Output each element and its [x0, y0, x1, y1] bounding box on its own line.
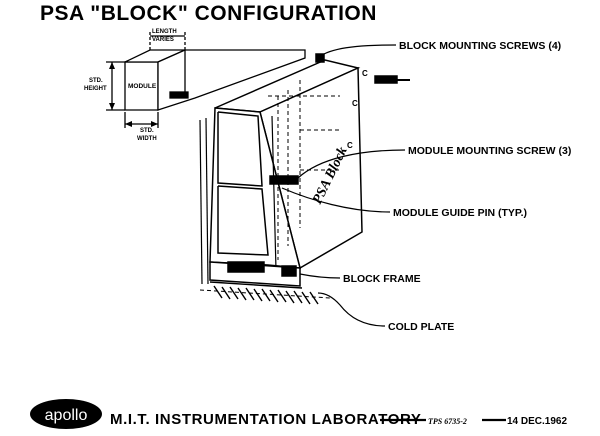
callout-module-mounting-screw: MODULE MOUNTING SCREW (3): [408, 145, 571, 157]
lab-name: M.I.T. INSTRUMENTATION LABORATORY: [110, 411, 421, 428]
svg-text:apollo: apollo: [45, 407, 88, 424]
width-label: STD.: [140, 128, 154, 134]
module-drawing: [106, 30, 306, 128]
doc-number: TPS 6735-2: [428, 417, 467, 426]
length-label: LENGTH: [152, 29, 177, 35]
width-label-2: WIDTH: [137, 136, 157, 142]
height-label: STD.: [89, 78, 103, 84]
length-label-2: VARIES: [152, 37, 174, 43]
callout-module-guide-pin: MODULE GUIDE PIN (TYP.): [393, 207, 527, 219]
psa-block: [199, 53, 410, 287]
block-mark-2: C: [347, 141, 353, 150]
callout-cold-plate: COLD PLATE: [388, 321, 454, 333]
callout-block-frame: BLOCK FRAME: [343, 273, 421, 285]
page-title: PSA "BLOCK" CONFIGURATION: [40, 2, 377, 25]
leader-lines: [281, 44, 406, 327]
callout-block-mounting-screws: BLOCK MOUNTING SCREWS (4): [399, 40, 561, 52]
footer-date: 14 DEC.1962: [507, 416, 567, 427]
module-label: MODULE: [128, 83, 157, 90]
block-mark-1: C: [352, 99, 358, 108]
cold-plate: [199, 281, 331, 305]
apollo-logo: apollo: [30, 399, 102, 429]
height-label-2: HEIGHT: [84, 86, 107, 92]
block-mark-3: C: [362, 69, 368, 78]
